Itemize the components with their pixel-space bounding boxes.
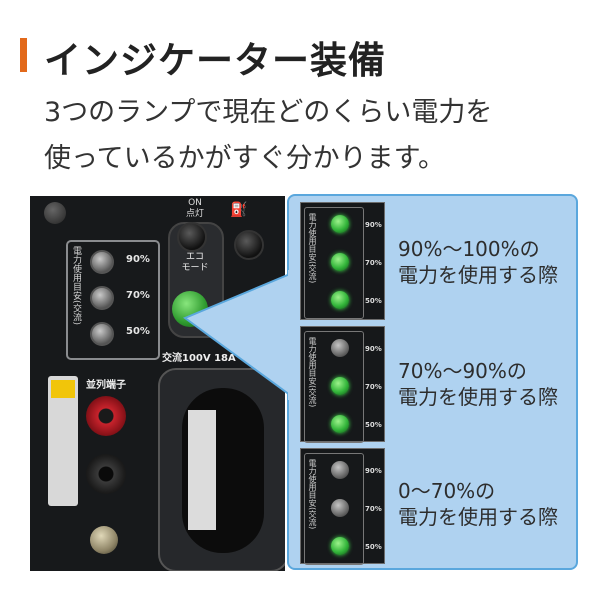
socket-label: 交流100V 18A: [162, 353, 236, 364]
description: 3つのランプで現在どのくらい電力を 使っているかがすぐ分かります。: [44, 90, 492, 182]
indicator-row-photo-3: 電力使用目安(交流) 90% 70% 50%: [300, 448, 385, 565]
lamp-frame: [304, 453, 364, 565]
row3-lamp-70: [331, 499, 349, 517]
row-range: 90%〜100%の: [398, 237, 540, 261]
power-button: [177, 222, 207, 252]
row1-lamp-70: [331, 253, 349, 271]
lamp-70: [90, 286, 114, 310]
row1-lamp-90: [331, 215, 349, 233]
screw-icon: [44, 202, 66, 224]
lamp-label-50: 50%: [365, 297, 382, 305]
warning-label: [48, 376, 78, 506]
lamp-label-50: 50%: [126, 326, 150, 337]
parallel-terminal-label: 並列端子: [86, 380, 126, 391]
ground-bolt: [90, 526, 118, 554]
row1-lamp-50: [331, 291, 349, 309]
lamp-label-50: 50%: [365, 421, 382, 429]
indicator-row-photo-2: 電力使用目安(交流) 90% 70% 50%: [300, 326, 385, 443]
parallel-terminal-red: [86, 396, 126, 436]
row-range: 70%〜90%の: [398, 359, 527, 383]
lamp-group-label: 電力使用目安(交流): [71, 246, 81, 326]
lamp-label-90: 90%: [365, 345, 382, 353]
lamp-label-70: 70%: [365, 259, 382, 267]
row-caption: 電力を使用する際: [398, 505, 558, 529]
row3-lamp-50: [331, 537, 349, 555]
lamp-group-label: 電力使用目安(交流): [308, 337, 317, 408]
oil-can-icon: ⛽: [230, 202, 248, 218]
ac-socket: [158, 368, 285, 571]
indicator-row-text-3: 0〜70%の 電力を使用する際: [398, 478, 558, 530]
socket-caution-plate: [188, 410, 216, 530]
row2-lamp-90: [331, 339, 349, 357]
lamp-label-50: 50%: [365, 543, 382, 551]
lamp-label-90: 90%: [365, 467, 382, 475]
row-range: 0〜70%の: [398, 479, 496, 503]
lamp-label-70: 70%: [126, 290, 150, 301]
lamp-label-70: 70%: [365, 505, 382, 513]
title-accent-bar: [20, 38, 27, 72]
lamp-frame: [304, 207, 364, 319]
eco-mode-button: [172, 291, 208, 327]
row-caption: 電力を使用する際: [398, 263, 558, 287]
indicator-row-text-2: 70%〜90%の 電力を使用する際: [398, 358, 558, 410]
row2-lamp-70: [331, 377, 349, 395]
lamp-frame: [304, 331, 364, 443]
parallel-terminal-black: [86, 454, 126, 494]
lamp-label-90: 90%: [126, 254, 150, 265]
lamp-label-90: 90%: [365, 221, 382, 229]
lamp-50: [90, 322, 114, 346]
row-caption: 電力を使用する際: [398, 385, 558, 409]
lamp-90: [90, 250, 114, 274]
indicator-row-photo-1: 電力使用目安(交流) 90% 70% 50%: [300, 202, 385, 320]
indicator-row-text-1: 90%〜100%の 電力を使用する際: [398, 236, 558, 288]
description-line-2: 使っているかがすぐ分かります。: [44, 143, 445, 174]
page-title: インジケーター装備: [44, 39, 386, 82]
lamp-group-label: 電力使用目安(交流): [308, 459, 317, 530]
row3-lamp-90: [331, 461, 349, 479]
eco-mode-label: エコモード: [181, 252, 209, 273]
lamp-group-label: 電力使用目安(交流): [308, 213, 317, 284]
oil-warning-lamp: [234, 230, 264, 260]
lamp-frame: [66, 240, 160, 360]
description-line-1: 3つのランプで現在どのくらい電力を: [44, 97, 493, 128]
lamp-label-70: 70%: [365, 383, 382, 391]
warning-icon: [51, 380, 75, 398]
row2-lamp-50: [331, 415, 349, 433]
